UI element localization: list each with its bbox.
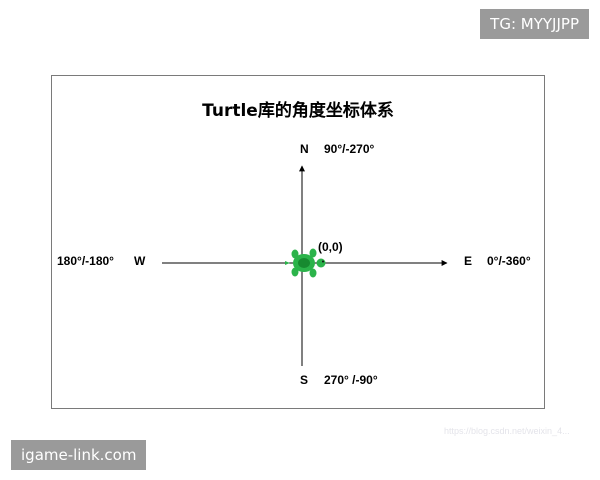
south-angle: 270° /-90° <box>324 373 378 387</box>
east-angle: 0°/-360° <box>487 254 531 268</box>
url-watermark: https://blog.csdn.net/weixin_4... <box>444 426 570 436</box>
west-letter: W <box>134 254 146 268</box>
diagram-title: Turtle库的角度坐标体系 <box>202 101 394 121</box>
tg-badge: TG: MYYJJPP <box>480 9 589 39</box>
south-letter: S <box>300 373 309 387</box>
diagram-frame: Turtle库的角度坐标体系 N 90°/-270° S 270° /-90° … <box>51 75 545 409</box>
north-letter: N <box>300 142 309 156</box>
origin-label: (0,0) <box>318 240 343 254</box>
east-letter: E <box>464 254 473 268</box>
west-angle: 180°/-180° <box>57 254 114 268</box>
axes-svg <box>162 165 448 366</box>
north-angle: 90°/-270° <box>324 142 375 156</box>
site-badge: igame-link.com <box>11 440 147 470</box>
turtle-icon <box>285 248 326 278</box>
